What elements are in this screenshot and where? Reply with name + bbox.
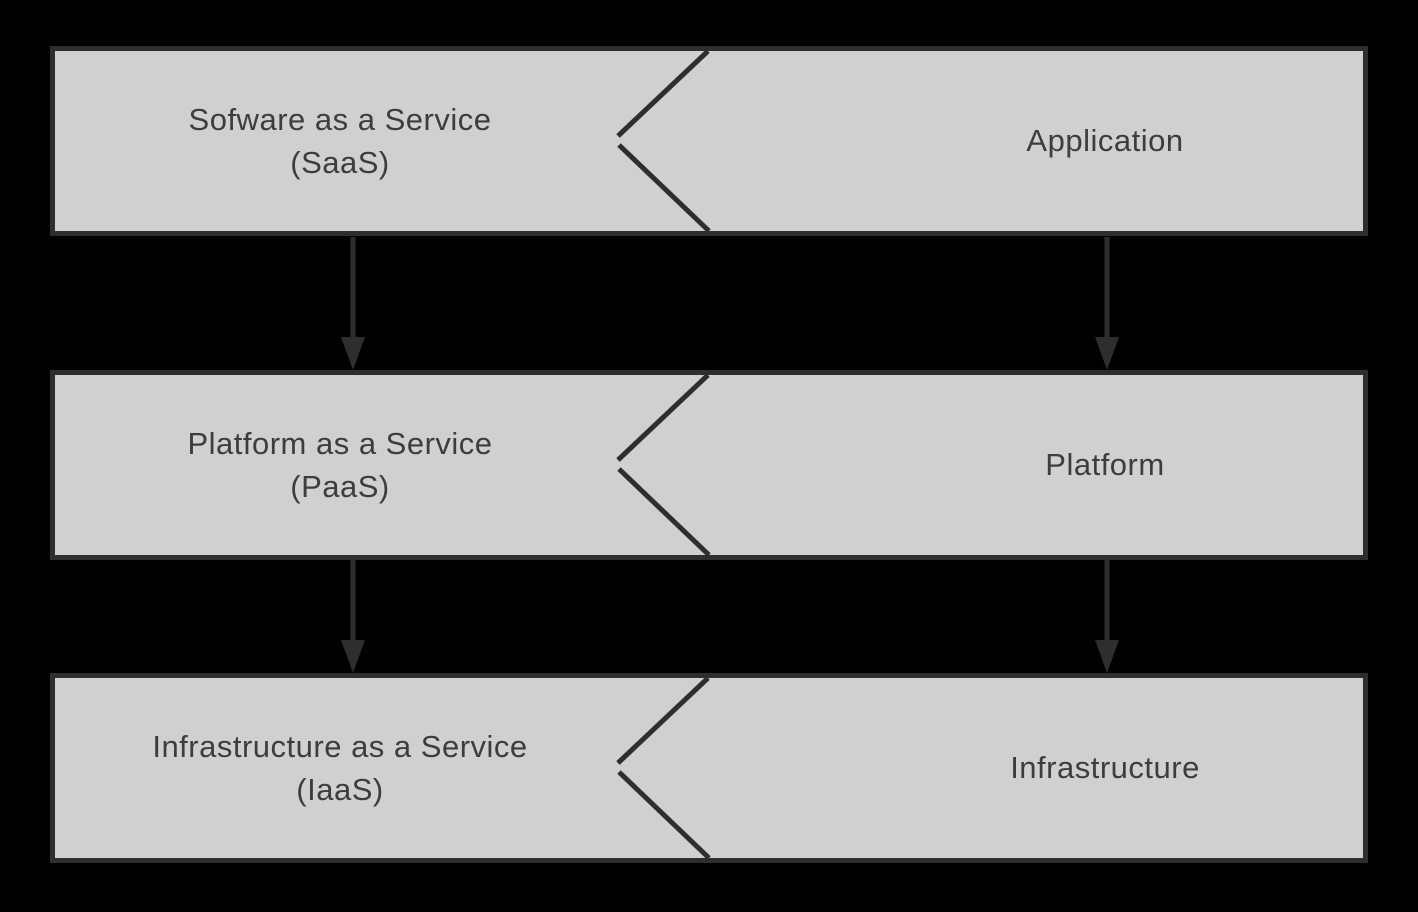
arrow-platform-to-infrastructure <box>1094 558 1120 673</box>
chevron-left-icon <box>616 375 711 555</box>
infrastructure-label: Infrastructure <box>1010 750 1200 785</box>
paas-bar: Platform as a Service (PaaS) Platform <box>50 370 1368 560</box>
arrow-application-to-platform <box>1094 237 1120 370</box>
paas-label-line2: (PaaS) <box>290 469 390 504</box>
saas-label-line1: Sofware as a Service <box>188 102 492 137</box>
iaas-label-line1: Infrastructure as a Service <box>152 729 528 764</box>
chevron-left-icon <box>616 678 711 858</box>
iaas-label: Infrastructure as a Service (IaaS) <box>55 678 625 858</box>
saas-label-line2: (SaaS) <box>290 145 390 180</box>
chevron-left-icon <box>616 51 711 231</box>
arrow-saas-to-paas-left <box>340 237 366 370</box>
iaas-bar: Infrastructure as a Service (IaaS) Infra… <box>50 673 1368 863</box>
platform-label: Platform <box>1045 447 1165 482</box>
application-label: Application <box>1026 123 1184 158</box>
iaas-label-line2: (IaaS) <box>296 772 384 807</box>
paas-label-line1: Platform as a Service <box>187 426 493 461</box>
paas-label: Platform as a Service (PaaS) <box>55 375 625 555</box>
saas-label: Sofware as a Service (SaaS) <box>55 51 625 231</box>
saas-bar: Sofware as a Service (SaaS) Application <box>50 46 1368 236</box>
arrow-paas-to-iaas-left <box>340 558 366 673</box>
